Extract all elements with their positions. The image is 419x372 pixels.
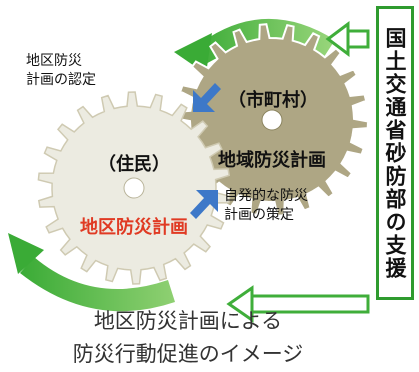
residents-role-label: （住民）: [98, 154, 170, 175]
voluntary-label: 自発的な防災 計画の策定: [224, 187, 308, 225]
blue-arrow-recognition-icon: [193, 83, 221, 112]
recognition-label-line1: 地区防災: [26, 53, 82, 69]
rotation-arrow-bottom: [20, 257, 175, 312]
municipality-role-label: （市町村）: [228, 90, 318, 111]
recognition-label-line2: 計画の認定: [26, 72, 96, 88]
voluntary-label-line2: 計画の策定: [224, 207, 294, 223]
support-arrow-bottom: [226, 285, 370, 323]
caption-line2: 防災行動促進のイメージ: [72, 342, 304, 366]
voluntary-label-line1: 自発的な防災: [224, 188, 308, 204]
caption-line1: 地区防災計画による: [93, 309, 283, 333]
recognition-label: 地区防災 計画の認定: [26, 52, 96, 90]
rotation-arrow-bottom-head: [8, 233, 44, 274]
support-arrow-top: [325, 21, 370, 57]
residents-plan-label: 地区防災計画: [80, 217, 188, 238]
support-text: 国土交通省砂防部の支援: [383, 26, 407, 280]
gear-municipality: [174, 23, 370, 217]
support-box: 国土交通省砂防部の支援: [376, 6, 414, 300]
gear-residents: [37, 91, 231, 285]
rotation-arrow-top-head: [174, 33, 212, 74]
municipality-plan-label: 地域防災計画: [218, 150, 326, 171]
blue-arrow-voluntary-icon: [190, 190, 218, 219]
